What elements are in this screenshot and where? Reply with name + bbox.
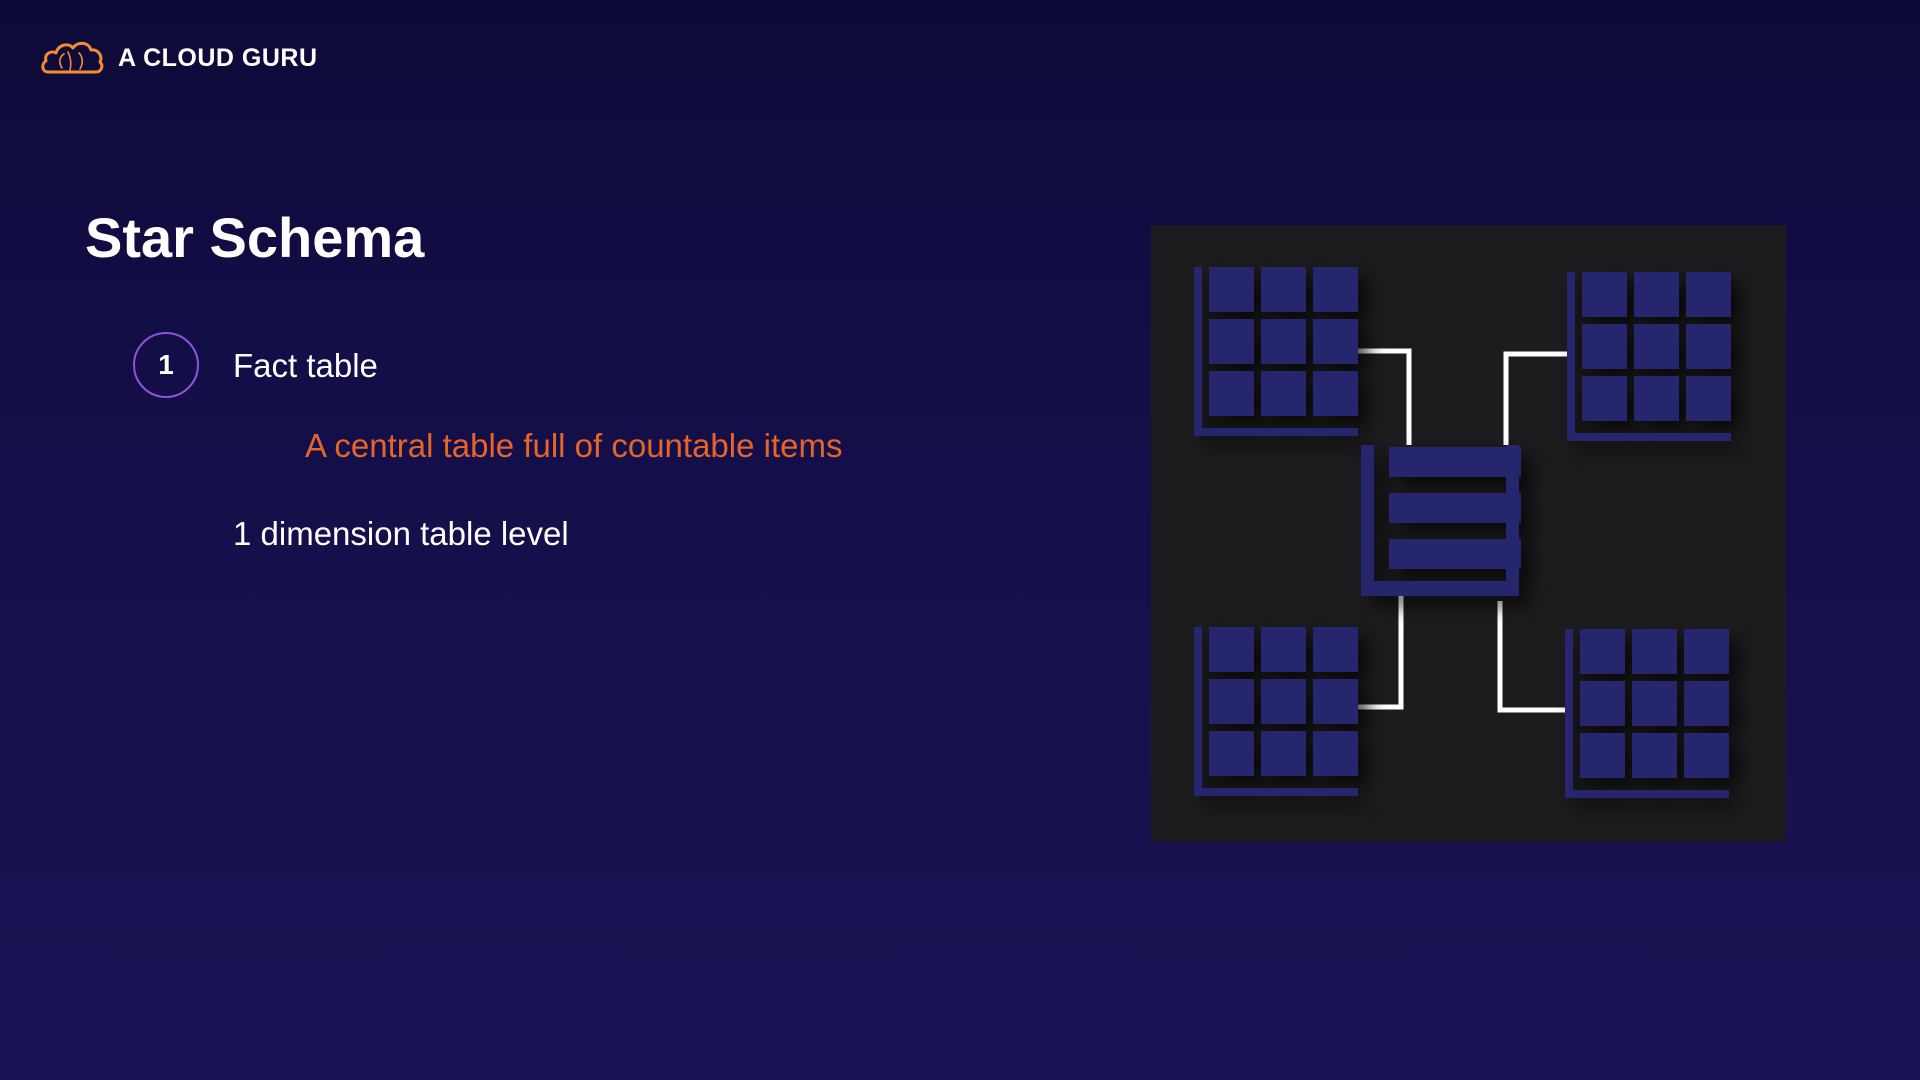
fact-table-center <box>1361 445 1521 596</box>
dimension-table-top-left <box>1194 267 1358 436</box>
bullet-point: 1 dimension table level <box>233 515 569 552</box>
step-item: 1 Fact table <box>133 332 378 398</box>
dimension-table-top-right <box>1567 272 1731 441</box>
brand-logo: A CLOUD GURU <box>40 38 318 78</box>
brand-name: A CLOUD GURU <box>118 43 318 72</box>
slide-title: Star Schema <box>85 206 425 269</box>
star-schema-diagram <box>1151 225 1786 842</box>
cloud-logo-icon <box>41 41 104 74</box>
step-description: A central table full of countable items <box>305 427 843 464</box>
step-label: Fact table <box>233 347 378 384</box>
dimension-table-bottom-right <box>1565 629 1729 798</box>
star-schema-diagram-icon <box>1194 267 1731 798</box>
connector-lines <box>1358 348 1567 713</box>
step-number-badge: 1 <box>133 332 199 398</box>
dimension-table-bottom-left <box>1194 627 1358 796</box>
